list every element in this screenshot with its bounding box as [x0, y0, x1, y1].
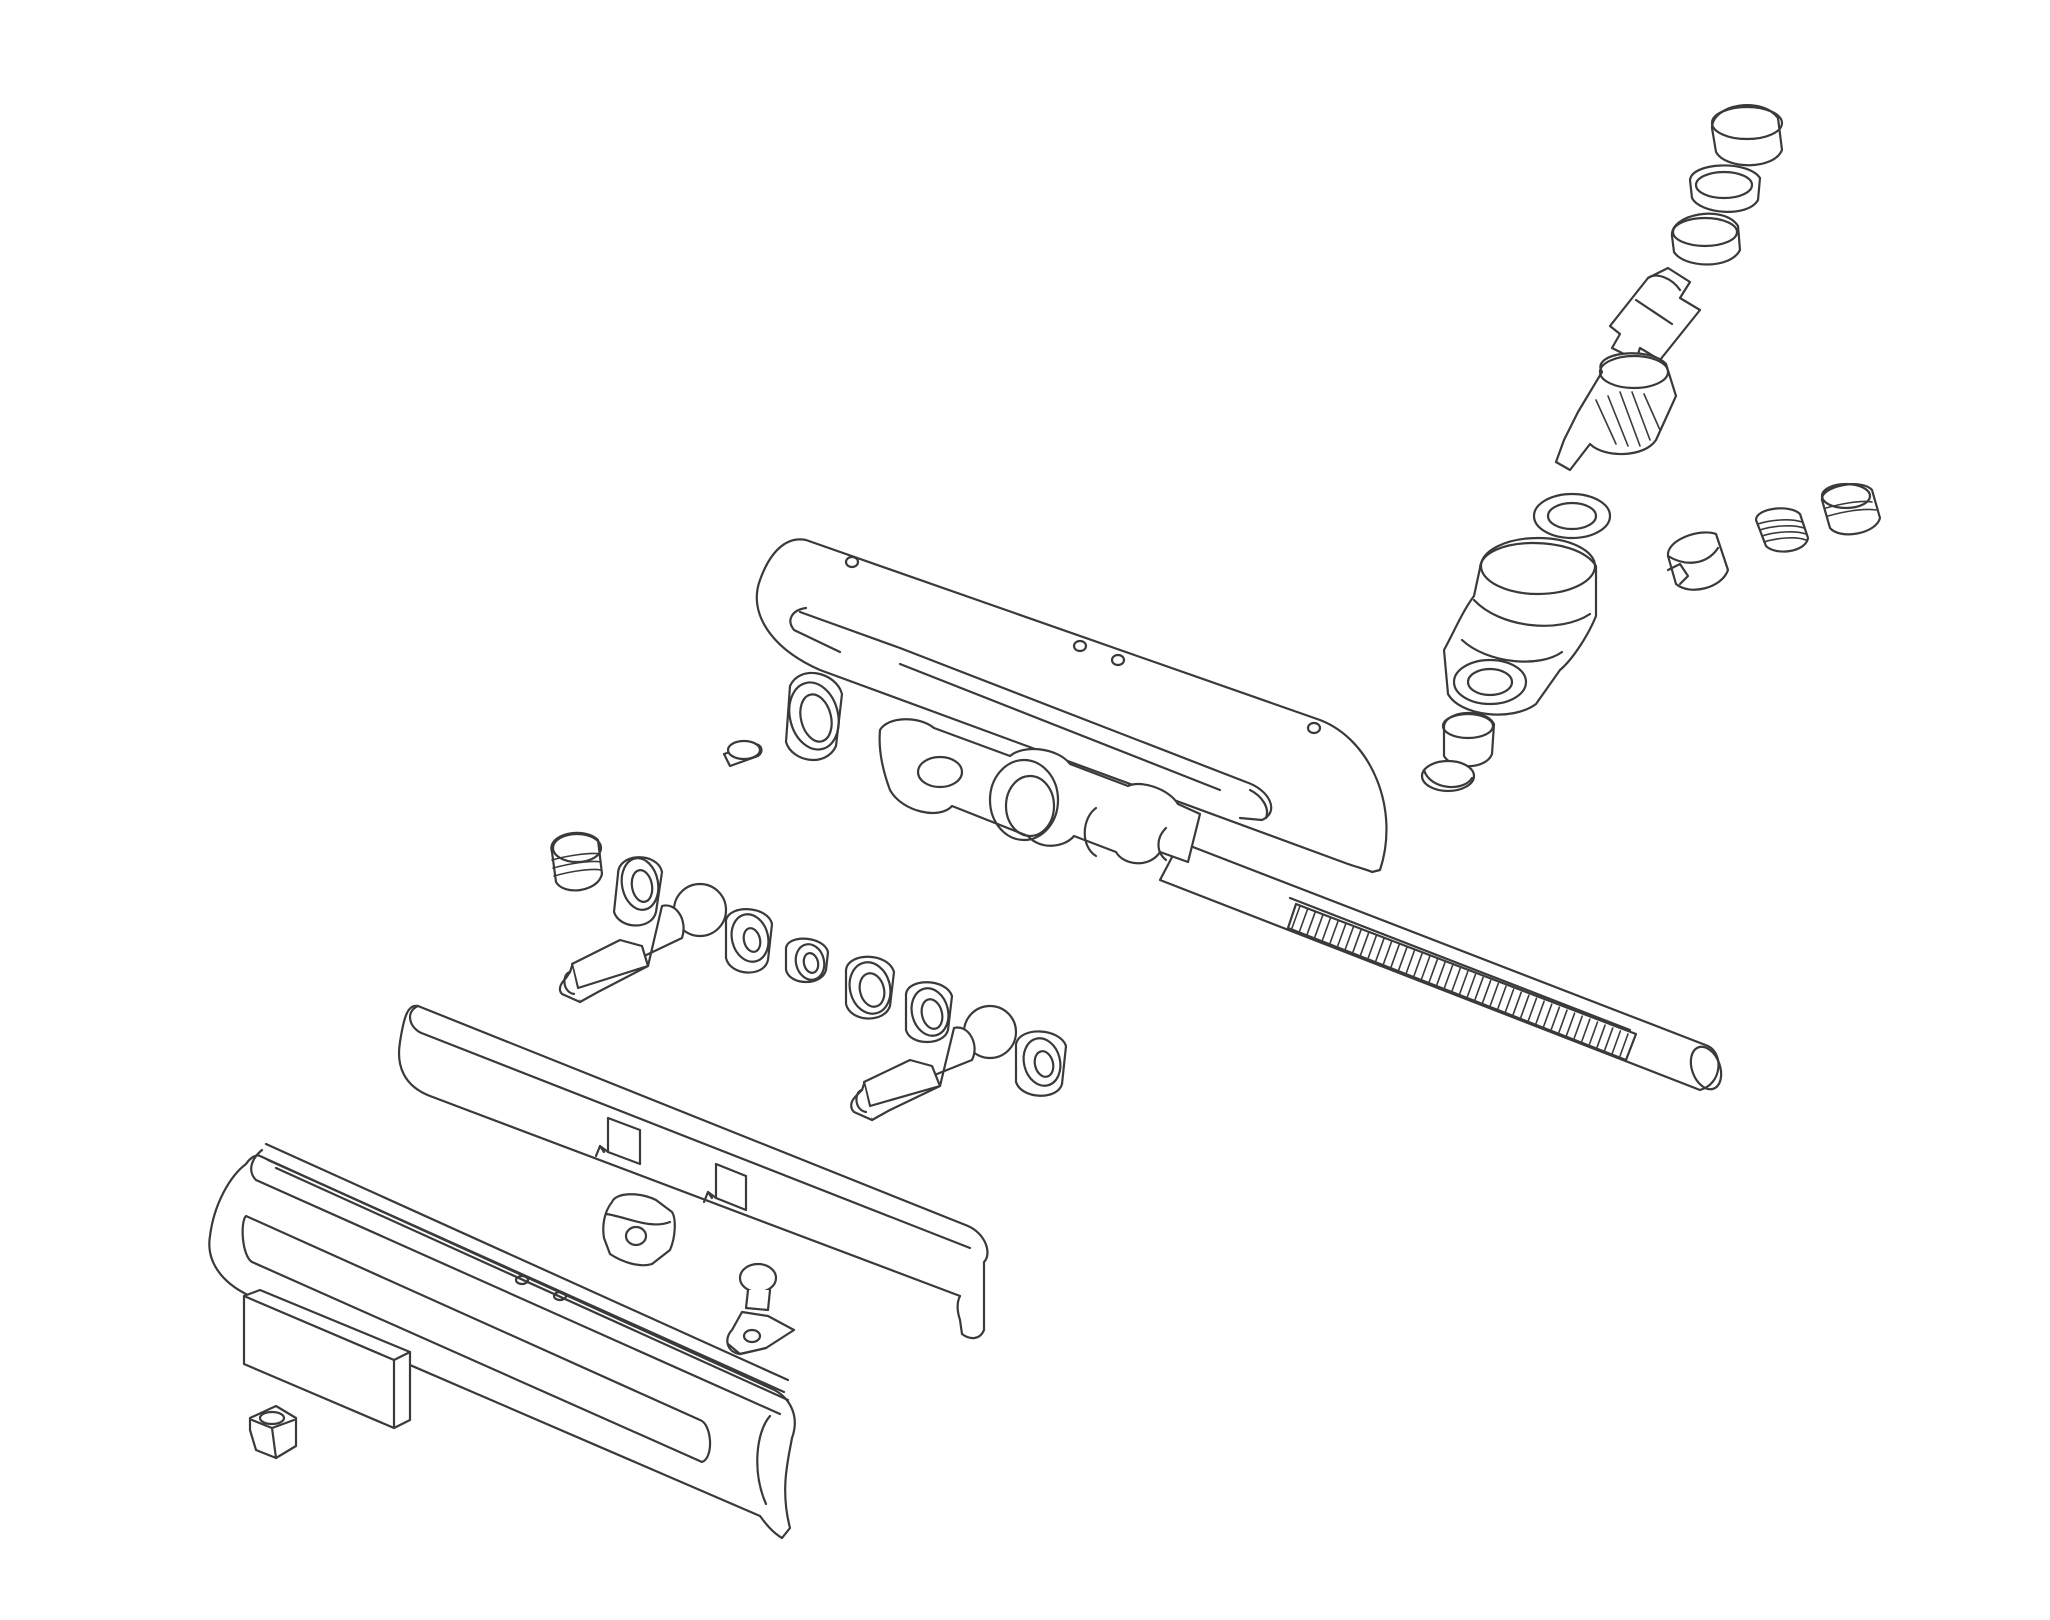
rack-tooth	[1451, 967, 1461, 992]
rack-tooth	[1428, 958, 1439, 983]
adjuster-yoke	[1666, 531, 1730, 591]
rack-tooth	[1390, 943, 1400, 968]
rack-tooth	[1397, 946, 1408, 971]
rack-tooth	[1527, 997, 1538, 1022]
rack-tooth	[1542, 1003, 1553, 1028]
threaded-plug	[550, 831, 604, 892]
mount-hole	[1306, 721, 1322, 735]
adjuster-plug	[1820, 482, 1882, 536]
rack-housing-cover	[755, 538, 1388, 874]
rack-tooth	[1413, 952, 1423, 977]
rack-adjuster-set	[1666, 482, 1882, 591]
rack-teeth	[1286, 902, 1638, 1062]
ball-stud	[558, 882, 728, 1004]
square-nut	[602, 1193, 676, 1267]
right-tie-rod-set	[850, 1004, 1068, 1122]
rack-tooth	[1611, 1030, 1622, 1054]
rack-tooth	[1573, 1015, 1584, 1039]
rack-tooth	[1550, 1006, 1561, 1031]
dust-cap	[1710, 104, 1784, 167]
mount-hole	[552, 1290, 568, 1302]
spacer-ring	[724, 908, 774, 974]
bushing-cylinder	[844, 955, 896, 1020]
bearing-ring	[1532, 492, 1612, 540]
rack-tooth	[1321, 917, 1332, 941]
rail-cutout	[594, 1116, 642, 1166]
mushroom-bolt	[738, 1262, 778, 1312]
rack-tooth	[1512, 991, 1523, 1016]
rubber-block	[242, 1288, 412, 1430]
rack-tooth	[1535, 1000, 1545, 1025]
mount-hole	[844, 555, 860, 569]
rack-tooth	[1314, 914, 1324, 938]
snap-ring	[1688, 164, 1762, 213]
rack-tooth	[1466, 973, 1477, 998]
pinion-housing	[1442, 536, 1598, 716]
rack-tooth	[1375, 937, 1385, 962]
spacer-ring	[1014, 1030, 1068, 1097]
hex-nut	[248, 1404, 298, 1460]
rack-tooth	[1367, 934, 1378, 959]
rack-tooth	[1443, 964, 1454, 989]
rack-tooth	[1352, 929, 1362, 953]
rack-seal-ring	[784, 671, 844, 762]
rack-tooth	[1481, 979, 1492, 1004]
small-screw	[722, 739, 763, 768]
left-tie-rod-set	[550, 831, 954, 1043]
lower-cap	[1420, 759, 1476, 793]
bushing-cylinder	[904, 981, 954, 1043]
mounting-rail	[398, 1004, 989, 1340]
rack-tooth	[1420, 955, 1431, 980]
rack-tooth	[1344, 926, 1355, 950]
rack-tooth	[1520, 994, 1530, 1019]
rack-tooth	[1588, 1021, 1599, 1045]
rack-tooth	[1581, 1018, 1591, 1042]
rack-bar	[878, 718, 1723, 1092]
rack-tooth	[1619, 1033, 1629, 1057]
small-bushing	[784, 937, 830, 983]
bushing-cylinder	[612, 856, 664, 927]
rack-tooth	[1504, 988, 1515, 1013]
rack-tooth	[1436, 961, 1446, 986]
mount-hole	[1110, 653, 1126, 667]
rack-tooth	[1329, 920, 1339, 944]
rack-tooth	[1405, 949, 1416, 974]
rack-tooth	[1474, 976, 1484, 1001]
rack-tooth	[1603, 1027, 1614, 1051]
rack-tooth	[1291, 905, 1301, 929]
lower-trim-panel	[208, 1142, 796, 1540]
rack-tooth	[1497, 985, 1507, 1010]
rack-tooth	[1596, 1024, 1606, 1048]
rack-tooth	[1382, 940, 1393, 965]
mounting-tab	[726, 1310, 796, 1356]
mount-hole	[1072, 639, 1088, 653]
rack-tooth	[1558, 1009, 1568, 1033]
upper-seal	[1670, 212, 1742, 266]
pinion-shaft	[1608, 266, 1702, 362]
rack-tooth	[1306, 911, 1317, 935]
rack-tooth	[1459, 970, 1469, 995]
mount-hole	[514, 1274, 530, 1286]
rack-tooth	[1489, 982, 1500, 1007]
rack-head-hole	[916, 755, 964, 789]
adjuster-spring	[1754, 507, 1810, 553]
rack-tooth	[1336, 923, 1347, 947]
ball-stud	[850, 1004, 1018, 1122]
rack-tooth	[1565, 1012, 1576, 1036]
pinion-assembly	[1420, 104, 1784, 793]
rack-tooth	[1298, 908, 1309, 932]
pinion-gear	[1554, 352, 1678, 472]
rail-cutout	[702, 1162, 748, 1212]
lower-bushing	[1441, 711, 1496, 768]
rack-tooth	[1359, 931, 1370, 956]
